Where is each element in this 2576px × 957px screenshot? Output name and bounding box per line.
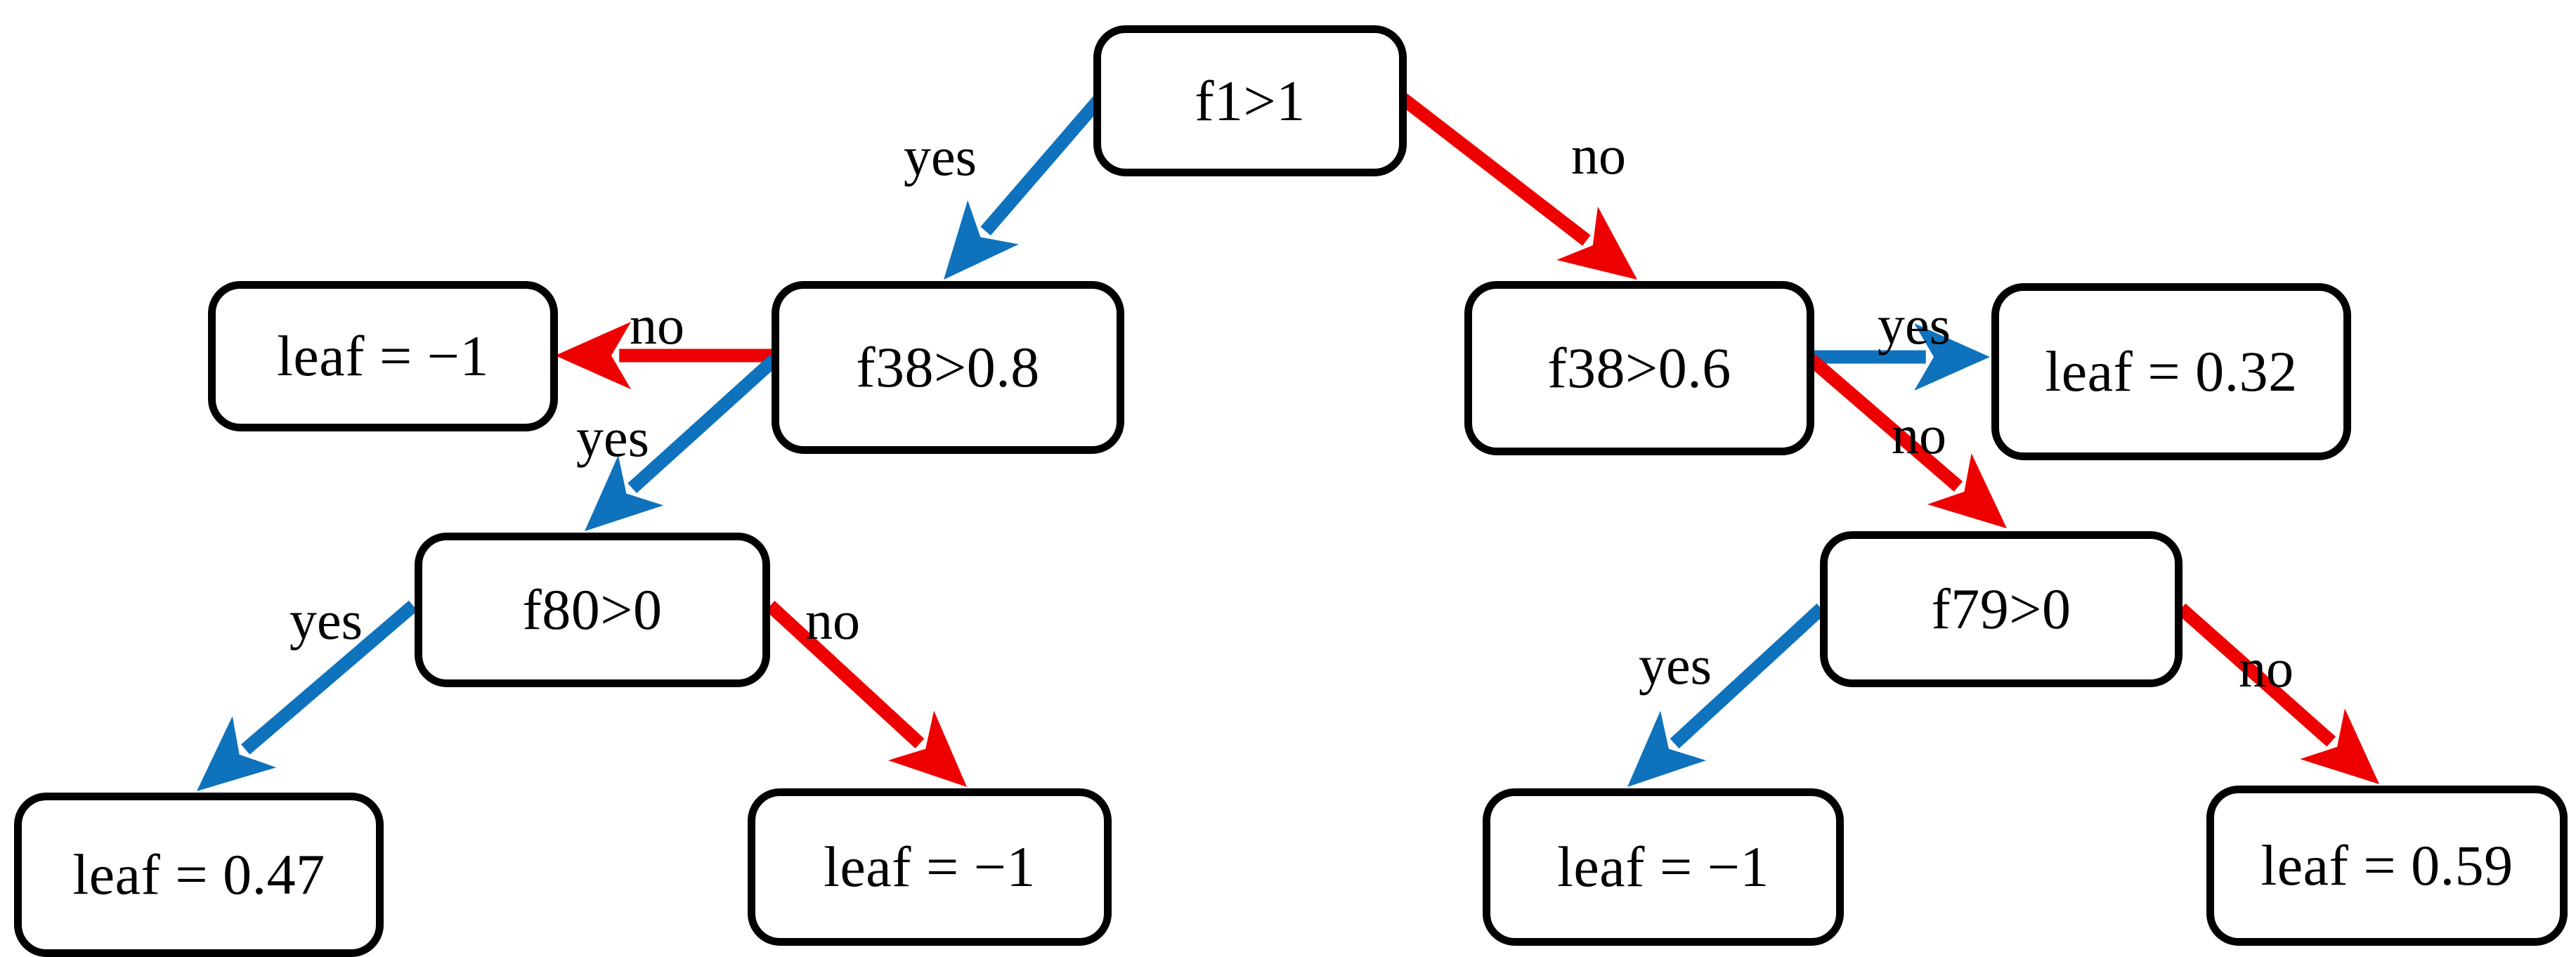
tree-edge-yes	[1813, 323, 1990, 391]
split-node[interactable]: f38>0.6	[1464, 281, 1814, 455]
node-label: f80>0	[522, 578, 663, 642]
edge-arrowhead	[944, 200, 1019, 280]
tree-edge-no	[765, 601, 967, 787]
edge-label-yes: yes	[904, 126, 977, 187]
edge-label-yes: yes	[290, 590, 363, 651]
edge-label-yes: yes	[576, 407, 649, 468]
edge-arrowhead	[1556, 207, 1637, 280]
split-node[interactable]: f79>0	[1820, 531, 2183, 687]
node-label: f1>1	[1195, 68, 1306, 133]
edge-shaft	[1670, 604, 1826, 749]
split-node[interactable]: f80>0	[415, 533, 770, 687]
tree-edge-yes	[585, 354, 779, 531]
edge-arrowhead	[585, 455, 664, 531]
tree-edge-no	[1807, 354, 2007, 528]
edge-arrowhead	[2300, 708, 2379, 784]
split-node[interactable]: f1>1	[1093, 25, 1407, 176]
edge-shaft	[627, 354, 779, 493]
edge-label-no: no	[805, 590, 860, 651]
leaf-node[interactable]: leaf = −1	[208, 281, 558, 431]
edge-shaft	[765, 601, 925, 749]
edge-label-no: no	[1892, 404, 1946, 465]
edge-label-no: no	[630, 294, 684, 356]
edge-arrowhead	[888, 710, 967, 787]
edge-arrowhead	[197, 716, 277, 791]
node-label: f38>0.8	[856, 335, 1040, 399]
edge-label-yes: yes	[1639, 634, 1712, 696]
node-label: leaf = −1	[824, 835, 1036, 899]
node-label: leaf = 0.47	[72, 842, 325, 906]
leaf-node[interactable]: leaf = 0.32	[1991, 283, 2351, 460]
edge-label-no: no	[2239, 637, 2294, 698]
leaf-node[interactable]: leaf = 0.59	[2206, 786, 2568, 946]
edge-arrowhead	[1627, 710, 1706, 787]
tree-edge-no	[555, 322, 772, 389]
edge-label-yes: yes	[1878, 294, 1951, 356]
tree-edge-no	[2176, 603, 2379, 784]
tree-edge-yes	[944, 95, 1105, 280]
leaf-node[interactable]: leaf = −1	[1483, 788, 1844, 946]
node-label: f38>0.6	[1547, 336, 1731, 400]
node-label: leaf = 0.32	[2045, 339, 2298, 403]
edge-label-no: no	[1571, 124, 1626, 185]
node-label: f79>0	[1931, 577, 2071, 641]
node-label: leaf = −1	[277, 324, 489, 388]
edge-shaft	[241, 600, 418, 755]
split-node[interactable]: f38>0.8	[772, 281, 1124, 454]
edge-shaft	[1398, 93, 1591, 246]
edge-arrowhead	[1927, 453, 2007, 528]
edge-shaft	[2176, 603, 2336, 747]
tree-edge-yes	[197, 600, 418, 791]
leaf-node[interactable]: leaf = 0.47	[14, 793, 384, 957]
node-label: leaf = 0.59	[2260, 833, 2513, 897]
edge-shaft	[980, 95, 1105, 236]
edge-arrowhead	[555, 322, 631, 389]
leaf-node[interactable]: leaf = −1	[748, 788, 1112, 946]
tree-edge-yes	[1627, 604, 1826, 787]
node-label: leaf = −1	[1557, 835, 1769, 899]
edge-shaft	[1807, 354, 1963, 492]
edge-arrowhead	[1914, 323, 1990, 391]
tree-edge-no	[1398, 93, 1637, 280]
